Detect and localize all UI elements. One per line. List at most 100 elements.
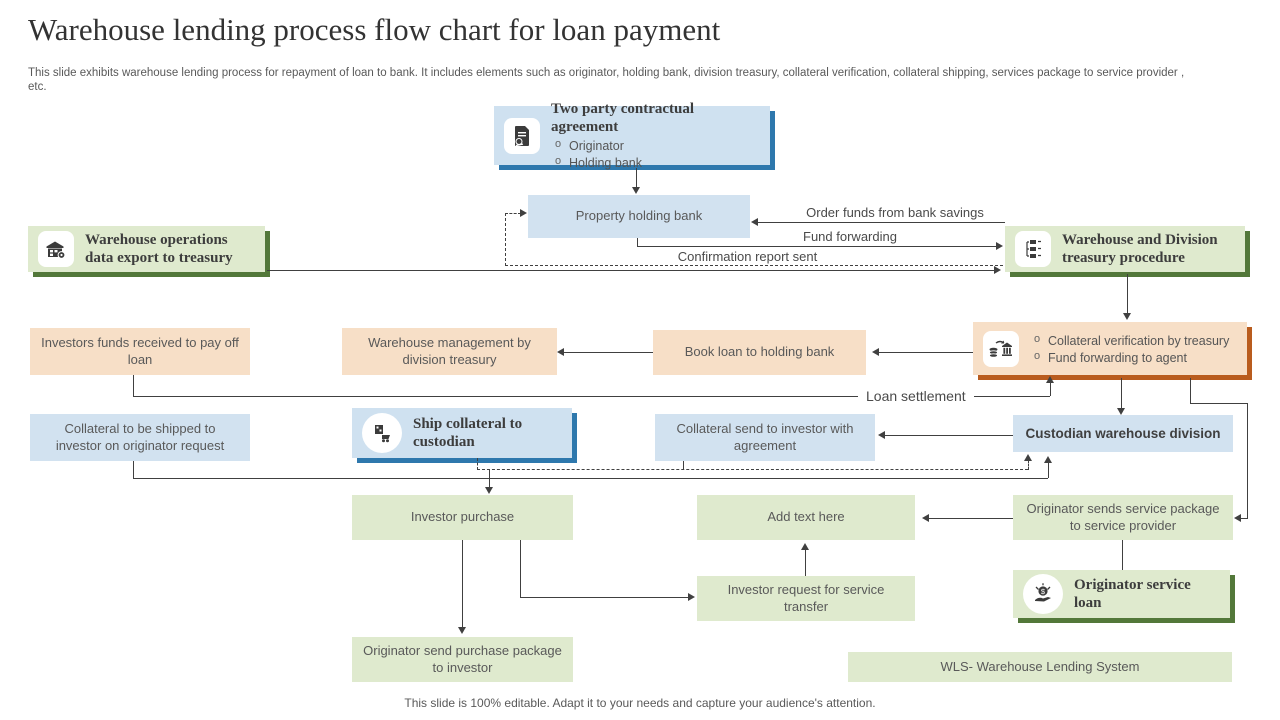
connector [520,597,690,599]
arrowhead [632,187,640,194]
node-originator-service-loan: $ Originator service loan [1013,570,1230,618]
edge-label-order-funds: Order funds from bank savings [806,205,984,220]
warehouse-icon [38,231,74,267]
connector [805,549,807,576]
arrowhead [458,627,466,634]
bullet-item: Collateral verification by treasury [1030,332,1229,349]
node-label: Book loan to holding bank [684,344,835,360]
arrowhead [878,431,885,439]
node-property-holding-bank: Property holding bank [528,195,750,238]
node-originator-sends-service: Originator sends service package to serv… [1013,495,1233,540]
node-label: Add text here [767,509,845,525]
node-label: Investor purchase [410,509,515,525]
connector-dashed [477,458,478,470]
node-title: Two party contractual agreement [551,101,695,136]
node-label: Collateral send to investor with agreeme… [676,420,854,453]
edge-label-confirmation: Confirmation report sent [677,249,818,264]
connector [1127,274,1129,314]
connector [878,352,973,354]
connector-dashed [505,213,506,266]
arrowhead [1123,313,1131,320]
arrowhead [520,209,527,217]
arrowhead [1024,454,1032,461]
connector [758,222,1005,224]
connector [1048,462,1050,478]
arrowhead [922,514,929,522]
connector [267,270,996,272]
bank-transfer-icon [983,330,1019,367]
loan-hand-icon: $ [1023,574,1063,614]
connector [1190,378,1192,404]
node-warehouse-operations: Warehouse operations data export to trea… [28,226,265,272]
node-label: Originator sends service package to serv… [1026,500,1220,533]
connector [133,478,1048,480]
node-investor-request: Investor request for service transfer [697,576,915,621]
connector-dashed [1028,460,1029,470]
node-title: Warehouse operations data export to trea… [85,232,233,266]
node-book-loan: Book loan to holding bank [653,330,866,375]
node-originator-send-purchase: Originator send purchase package to inve… [352,637,573,682]
node-add-text: Add text here [697,495,915,540]
arrowhead [688,593,695,601]
connector-dashed [505,213,521,214]
arrowhead [1234,514,1241,522]
arrowhead [801,543,809,550]
node-label: Warehouse management by division treasur… [368,334,531,367]
connector [683,461,685,470]
node-title: Originator service loan [1074,577,1191,611]
slide-description: This slide exhibits warehouse lending pr… [28,67,1185,94]
node-collateral-shipped: Collateral to be shipped to investor on … [30,414,250,461]
svg-text:$: $ [1041,587,1046,596]
bullet-item: Originator [551,137,760,154]
arrowhead [1044,456,1052,463]
node-title: Ship collateral to custodian [413,416,523,450]
hierarchy-icon [1015,231,1051,267]
connector [928,518,1013,520]
edge-label-loan-settlement: Loan settlement [858,388,974,404]
shipping-icon [362,413,402,453]
node-label: Custodian warehouse division [1025,425,1221,441]
connector [563,352,653,354]
contract-icon [504,117,540,154]
connector-dashed [477,469,1028,470]
connector [637,238,639,247]
node-ship-collateral: Ship collateral to custodian [352,408,572,458]
node-treasury-procedure: Warehouse and Division treasury procedur… [1005,226,1245,272]
connector [133,375,135,396]
arrowhead [872,348,879,356]
connector [462,540,464,628]
connector [1122,540,1124,570]
arrowhead [485,487,493,494]
bullet-item: Fund forwarding to agent [1030,348,1229,366]
connector [520,540,522,598]
page-title: Warehouse lending process flow chart for… [28,12,721,47]
node-two-party-agreement: Two party contractual agreement Originat… [494,101,770,170]
node-label: Investor request for service transfer [727,581,885,614]
node-label: WLS- Warehouse Lending System [940,658,1140,674]
connector [1121,378,1123,409]
node-label: Investors funds received to pay off loan [41,334,239,367]
edge-label-fund-forwarding: Fund forwarding [803,229,897,244]
connector [636,168,638,188]
arrowhead [1046,376,1054,383]
arrowhead [1117,408,1125,415]
node-title: Warehouse and Division treasury procedur… [1062,232,1218,266]
arrowhead [996,242,1003,250]
connector [1050,382,1052,396]
node-label: Property holding bank [575,208,703,224]
connector [1247,403,1249,519]
node-label: Originator send purchase package to inve… [363,642,562,675]
connector [133,461,135,478]
node-wls-system: WLS- Warehouse Lending System [848,652,1232,682]
connector [1190,403,1248,405]
arrowhead [751,218,758,226]
connector [1240,518,1248,520]
connector [133,396,1050,398]
connector [884,435,1013,437]
bullet-item: Holding bank [551,153,760,171]
node-custodian: Custodian warehouse division [1013,415,1233,452]
node-investor-purchase: Investor purchase [352,495,573,540]
footer-note: This slide is 100% editable. Adapt it to… [404,696,876,710]
node-collateral-send: Collateral send to investor with agreeme… [655,414,875,461]
